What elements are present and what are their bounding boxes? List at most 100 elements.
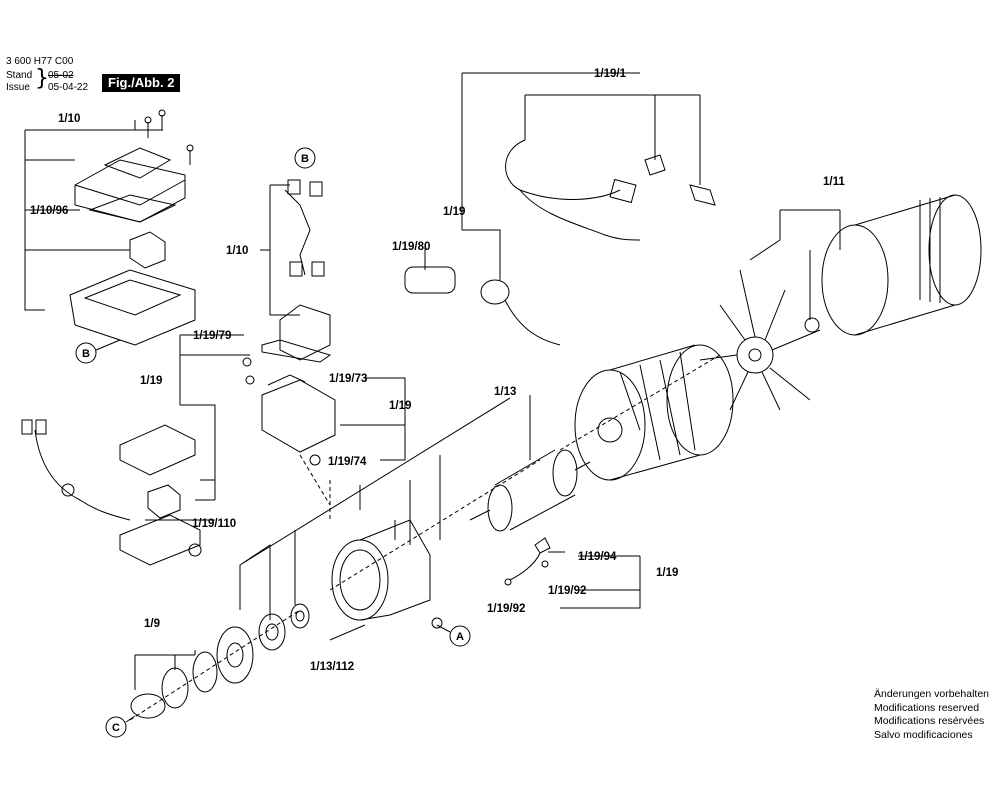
small-washer bbox=[541, 560, 549, 568]
callout-a-text: A bbox=[456, 631, 464, 643]
label-1-19-80: 1/19/80 bbox=[392, 241, 430, 253]
label-1-9: 1/9 bbox=[144, 618, 160, 630]
capacitor-housing bbox=[261, 304, 332, 363]
bearing-mid bbox=[258, 613, 286, 651]
callout-b-left-text: B bbox=[82, 348, 90, 360]
callout-a-leader bbox=[436, 624, 451, 633]
issue-date: 05-04-22 bbox=[48, 82, 89, 93]
leader-1-13 bbox=[239, 395, 531, 620]
switch-housing-base bbox=[69, 269, 196, 346]
issue-label: Issue bbox=[6, 82, 30, 93]
leader-1-19-right bbox=[560, 555, 641, 609]
label-1-19-92b: 1/19/92 bbox=[487, 603, 525, 615]
label-1-19-1: 1/19/1 bbox=[594, 68, 627, 80]
callout-c-leader bbox=[125, 715, 136, 723]
callout-b-top-text: B bbox=[301, 153, 309, 165]
label-1-19-right: 1/19 bbox=[656, 567, 678, 579]
terminal-lug bbox=[534, 537, 551, 554]
washer bbox=[245, 375, 255, 385]
power-cable bbox=[505, 139, 641, 241]
motor-housing-icon bbox=[821, 194, 982, 336]
clip-icon bbox=[644, 154, 666, 176]
end-shield-icon bbox=[331, 519, 443, 629]
note-de: Änderungen vorbehalten bbox=[874, 688, 990, 700]
switch-component bbox=[129, 231, 166, 269]
label-1-19-110: 1/19/110 bbox=[192, 518, 236, 530]
leader-1-19-left bbox=[145, 334, 250, 521]
stand-date: 05-02 bbox=[48, 70, 74, 81]
leader-1-11 bbox=[749, 209, 841, 320]
callout-c-text: C bbox=[112, 722, 120, 734]
callout-b-left-leader bbox=[95, 339, 121, 351]
screw-long-icon bbox=[329, 624, 366, 641]
label-1-19-94: 1/19/94 bbox=[578, 551, 617, 563]
label-1-19-mid: 1/19 bbox=[389, 400, 411, 412]
spacer-ring bbox=[130, 693, 166, 719]
small-washer bbox=[504, 578, 512, 586]
junction-box bbox=[261, 374, 336, 453]
leader-1-19-mid bbox=[340, 377, 406, 461]
shim-ring bbox=[192, 651, 218, 693]
shaft-centerline bbox=[129, 354, 721, 721]
cable-gland-icon bbox=[689, 184, 716, 206]
switch-relay bbox=[147, 484, 181, 519]
terminal-connector bbox=[35, 419, 47, 435]
leader-1-10-mid bbox=[260, 184, 300, 316]
callout-b-top bbox=[294, 147, 316, 169]
fan-ring bbox=[804, 317, 820, 333]
label-1-10-96: 1/10/96 bbox=[30, 205, 68, 217]
label-1-10-top: 1/10 bbox=[58, 113, 80, 125]
bearing-large bbox=[216, 626, 254, 684]
lead-wires bbox=[34, 429, 131, 521]
brace-icon: } bbox=[35, 66, 49, 91]
screw-icon bbox=[147, 115, 191, 165]
seal-ring bbox=[161, 667, 189, 709]
thermal-leads bbox=[504, 299, 561, 346]
thermal-protector-icon bbox=[480, 279, 510, 305]
doc-number: 3 600 H77 C00 bbox=[6, 56, 74, 67]
leader-1-19-top bbox=[424, 229, 501, 280]
modification-notes: Änderungen vorbehalten Modifications res… bbox=[874, 688, 989, 742]
label-1-19-left: 1/19 bbox=[140, 375, 162, 387]
label-1-19-74: 1/19/74 bbox=[328, 456, 367, 468]
label-1-11: 1/11 bbox=[823, 176, 845, 188]
screw-head-icon bbox=[186, 144, 194, 152]
note-en: Modifications reserved bbox=[874, 701, 980, 714]
stator-icon bbox=[574, 344, 734, 481]
label-1-19-92a: 1/19/92 bbox=[548, 585, 586, 597]
terminal-connector bbox=[21, 419, 33, 435]
label-1-10-mid: 1/10 bbox=[226, 245, 248, 257]
figure-label: Fig./Abb. 2 bbox=[102, 74, 181, 92]
callout-b-left bbox=[75, 342, 97, 364]
note-es: Salvo modificaciones bbox=[874, 728, 973, 741]
leader-1-10-top bbox=[24, 120, 163, 311]
capacitor-icon bbox=[404, 266, 456, 294]
stand-label: Stand bbox=[6, 70, 33, 81]
leader-1-9 bbox=[134, 650, 196, 690]
rotor-icon bbox=[469, 449, 591, 532]
o-ring bbox=[309, 454, 321, 466]
switch-box-cover bbox=[74, 147, 186, 223]
label-1-13-112: 1/13/112 bbox=[310, 661, 354, 673]
gasket bbox=[88, 194, 177, 223]
washer bbox=[242, 357, 252, 367]
bearing-small bbox=[290, 603, 310, 629]
cable-gland bbox=[61, 483, 75, 497]
fan-icon bbox=[699, 269, 821, 411]
label-1-13: 1/13 bbox=[494, 386, 516, 398]
switch-base-plate bbox=[119, 514, 201, 566]
label-1-19-73: 1/19/73 bbox=[329, 373, 367, 385]
cable-gland bbox=[188, 543, 202, 557]
screw-head-icon bbox=[158, 109, 166, 117]
callout-a bbox=[449, 625, 471, 647]
screw-head-icon bbox=[144, 116, 152, 124]
leader-1-19-1 bbox=[461, 72, 701, 230]
callout-c bbox=[105, 716, 127, 738]
switch-cover-plate bbox=[119, 424, 196, 476]
label-1-19-79: 1/19/79 bbox=[193, 330, 231, 342]
note-fr: Modifications resérvées bbox=[874, 715, 985, 727]
label-1-19-top: 1/19 bbox=[443, 206, 465, 218]
lug-wire bbox=[509, 552, 541, 581]
plug-icon bbox=[609, 178, 637, 204]
